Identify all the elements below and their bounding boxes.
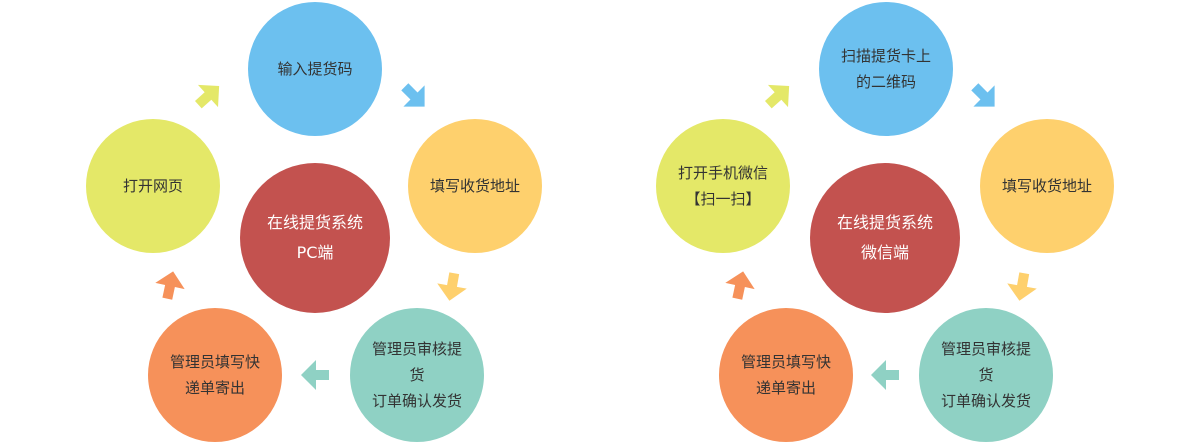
center-node: 在线提货系统 PC端: [240, 163, 390, 313]
step-2-node: 填写收货地址: [980, 119, 1114, 253]
flow-diagram-wechat: 在线提货系统 微信端 扫描提货卡上 的二维码 填写收货地址 管理员审核提货 订单…: [574, 0, 1174, 443]
arrow-left-icon: [871, 360, 899, 390]
flow-diagram-pc: 在线提货系统 PC端 输入提货码 填写收货地址 管理员审核提货 订单确认发货 管…: [86, 2, 542, 442]
arrow-up-icon: [725, 271, 755, 300]
step-2-label: 填写收货地址: [429, 177, 520, 195]
step-1-node: 扫描提货卡上 的二维码: [819, 2, 953, 136]
step-4-node: 管理员填写快 递单寄出: [719, 308, 853, 442]
step-1-node: 输入提货码: [248, 2, 382, 136]
arrow-up-right-icon: [764, 84, 790, 109]
arrow-down-right-icon: [971, 83, 995, 107]
step-1-label: 输入提货码: [277, 60, 353, 78]
arrow-up-icon: [155, 271, 185, 300]
arrow-down-right-icon: [401, 83, 425, 107]
step-4-label: 管理员填写快 递单寄出: [169, 353, 260, 397]
center-node: 在线提货系统 微信端: [810, 163, 960, 313]
step-5-node: 打开手机微信 【扫一扫】: [656, 119, 790, 253]
arrow-left-icon: [301, 360, 329, 390]
step-5-node: 打开网页: [86, 119, 220, 253]
step-3-node: 管理员审核提货 订单确认发货: [350, 308, 484, 442]
step-3-label: 管理员审核提货 订单确认发货: [371, 340, 462, 410]
step-5-label: 打开网页: [122, 177, 183, 195]
center-node-label: 在线提货系统 PC端: [266, 213, 363, 262]
step-2-label: 填写收货地址: [1001, 177, 1092, 195]
center-node-label: 在线提货系统 微信端: [836, 213, 933, 262]
step-4-label: 管理员填写快 递单寄出: [740, 353, 831, 397]
step-2-node: 填写收货地址: [408, 119, 542, 253]
arrow-up-right-icon: [194, 84, 220, 109]
step-3-node: 管理员审核提货 订单确认发货: [919, 308, 1053, 442]
step-3-label: 管理员审核提货 订单确认发货: [940, 340, 1031, 410]
step-5-label: 打开手机微信 【扫一扫】: [677, 164, 768, 208]
step-4-node: 管理员填写快 递单寄出: [148, 308, 282, 442]
step-1-label: 扫描提货卡上 的二维码: [840, 47, 931, 91]
arrow-down-icon: [1007, 272, 1037, 301]
arrow-down-icon: [437, 272, 467, 301]
